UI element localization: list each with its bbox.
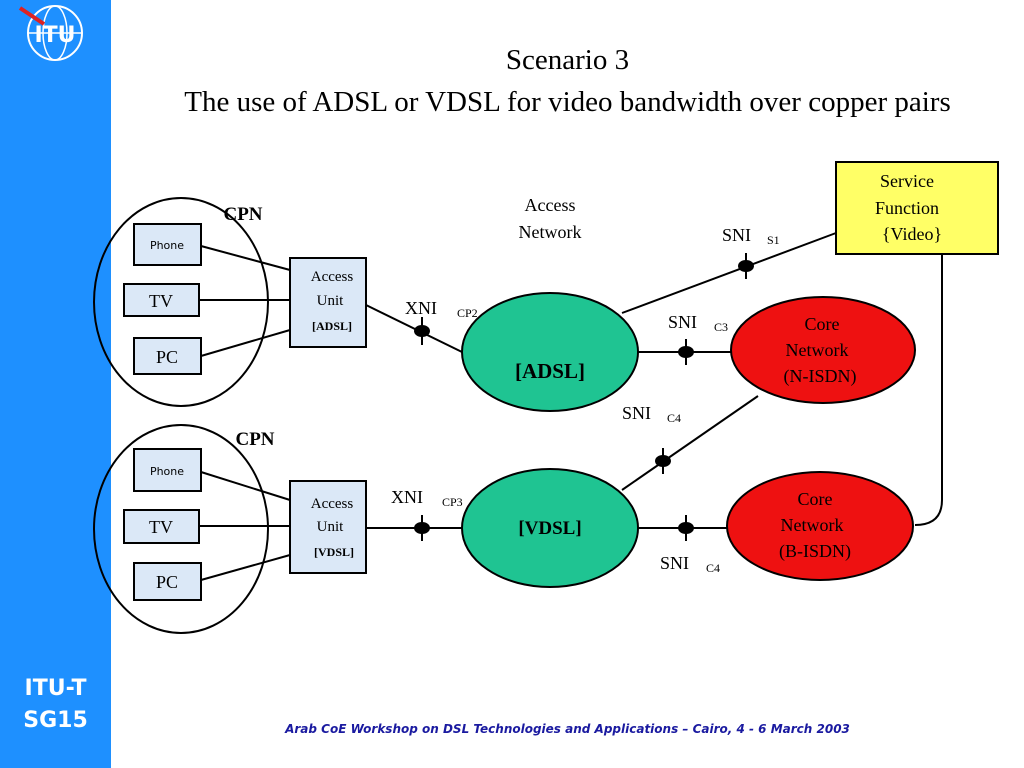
access-unit-top-line3: [ADSL] [312, 319, 352, 333]
marker-xni-cp3 [414, 515, 430, 541]
sidebar-label-sg15: SG15 [23, 708, 88, 733]
tv-label-top: TV [149, 291, 173, 311]
tv-label-bottom: TV [149, 517, 173, 537]
cpn-top-label: CPN [223, 204, 262, 225]
sidebar: ITU ITU-T SG15 [0, 0, 111, 768]
xni-cp2-sub: CP2 [457, 306, 478, 320]
core-bisdn-line1: Core [798, 489, 833, 509]
sni-c4b-sub: C4 [706, 561, 720, 575]
marker-sni-s1 [738, 253, 754, 279]
xni-cp2-label: XNI [405, 298, 437, 318]
pc-label-bottom: PC [156, 572, 178, 592]
sidebar-label-itu-t: ITU-T [24, 676, 87, 701]
marker-sni-c3 [678, 339, 694, 365]
marker-xni-cp2 [414, 317, 430, 345]
core-network-nisdn [730, 296, 916, 404]
adsl-node-label: [ADSL] [515, 359, 585, 383]
core-bisdn-line3: (B-ISDN) [779, 541, 851, 562]
access-network-label-line2: Network [519, 222, 582, 242]
tv-box-top [123, 283, 200, 317]
vdsl-node [461, 468, 639, 588]
tv-box-bottom [123, 509, 200, 544]
xni-cp3-label: XNI [391, 487, 423, 507]
xni-cp3-sub: CP3 [442, 495, 463, 509]
access-unit-top-line1: Access [311, 269, 354, 285]
service-function-line1: Service [880, 171, 934, 191]
pc-label-top: PC [156, 347, 178, 367]
slide-subtitle: The use of ADSL or VDSL for video bandwi… [184, 86, 951, 118]
core-bisdn-line2: Network [781, 515, 844, 535]
sni-s1-label: SNI [722, 225, 751, 245]
access-unit-top [289, 257, 367, 348]
service-function-line2: Function [875, 198, 939, 218]
sni-c4b-label: SNI [660, 553, 689, 573]
slide-title: Scenario 3 [505, 44, 630, 76]
phone-box-bottom [133, 448, 202, 492]
cpn-bottom-label: CPN [235, 429, 274, 450]
service-function-line3: {Video} [882, 224, 942, 244]
core-network-bisdn [726, 471, 914, 581]
interface-markers [414, 253, 754, 541]
footer-text: Arab CoE Workshop on DSL Technologies an… [285, 722, 850, 736]
sni-c3-sub: C3 [714, 320, 728, 334]
itu-logo-icon: ITU [18, 5, 83, 61]
sni-c3-label: SNI [668, 312, 697, 332]
access-unit-bottom-line2: Unit [317, 519, 345, 535]
access-unit-bottom [289, 480, 367, 574]
access-network-label-line1: Access [525, 195, 576, 215]
access-unit-top-line2: Unit [317, 293, 345, 309]
core-nisdn-line2: Network [786, 340, 849, 360]
marker-sni-c4b [678, 515, 694, 541]
sni-s1-sub: S1 [767, 233, 780, 247]
phone-label-bottom: Phone [150, 465, 184, 478]
core-nisdn-line3: (N-ISDN) [784, 366, 857, 387]
pc-box-top [133, 337, 202, 375]
sni-c4a-label: SNI [622, 403, 651, 423]
adsl-node [461, 292, 639, 412]
phone-label-top: Phone [150, 239, 184, 252]
vdsl-node-label: [VDSL] [518, 518, 581, 539]
access-unit-bottom-line3: [VDSL] [314, 545, 354, 559]
phone-box-top [133, 223, 202, 266]
logo-text: ITU [34, 23, 75, 48]
access-unit-bottom-line1: Access [311, 496, 354, 512]
marker-sni-c4a [655, 448, 671, 474]
sni-c4a-sub: C4 [667, 411, 681, 425]
cpn-top-boundary [93, 197, 269, 407]
cpn-bottom-boundary [93, 424, 269, 634]
core-nisdn-line1: Core [805, 314, 840, 334]
service-function-box [835, 161, 999, 255]
pc-box-bottom [133, 562, 202, 601]
